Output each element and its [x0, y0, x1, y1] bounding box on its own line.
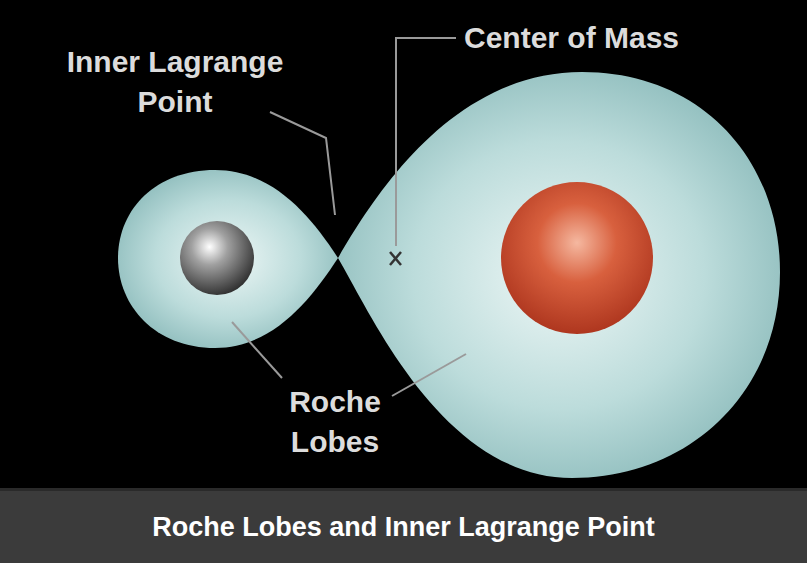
- red-giant-star: [501, 182, 653, 334]
- center-of-mass-mark: [390, 252, 401, 265]
- caption-bar: Roche Lobes and Inner Lagrange Point: [0, 488, 807, 563]
- leader-line: [270, 112, 335, 215]
- small-roche-lobe: [118, 170, 338, 348]
- large-roche-lobe: [338, 72, 780, 478]
- leader-line: [392, 354, 466, 396]
- compact-star: [180, 221, 254, 295]
- leader-line: [396, 38, 456, 246]
- leader-line: [232, 322, 282, 378]
- callout-label: Roche Lobes: [255, 382, 415, 462]
- callout-label: Inner Lagrange Point: [30, 42, 320, 122]
- center-label: Center of Mass: [464, 18, 764, 58]
- caption: Roche Lobes and Inner Lagrange Point: [0, 491, 807, 563]
